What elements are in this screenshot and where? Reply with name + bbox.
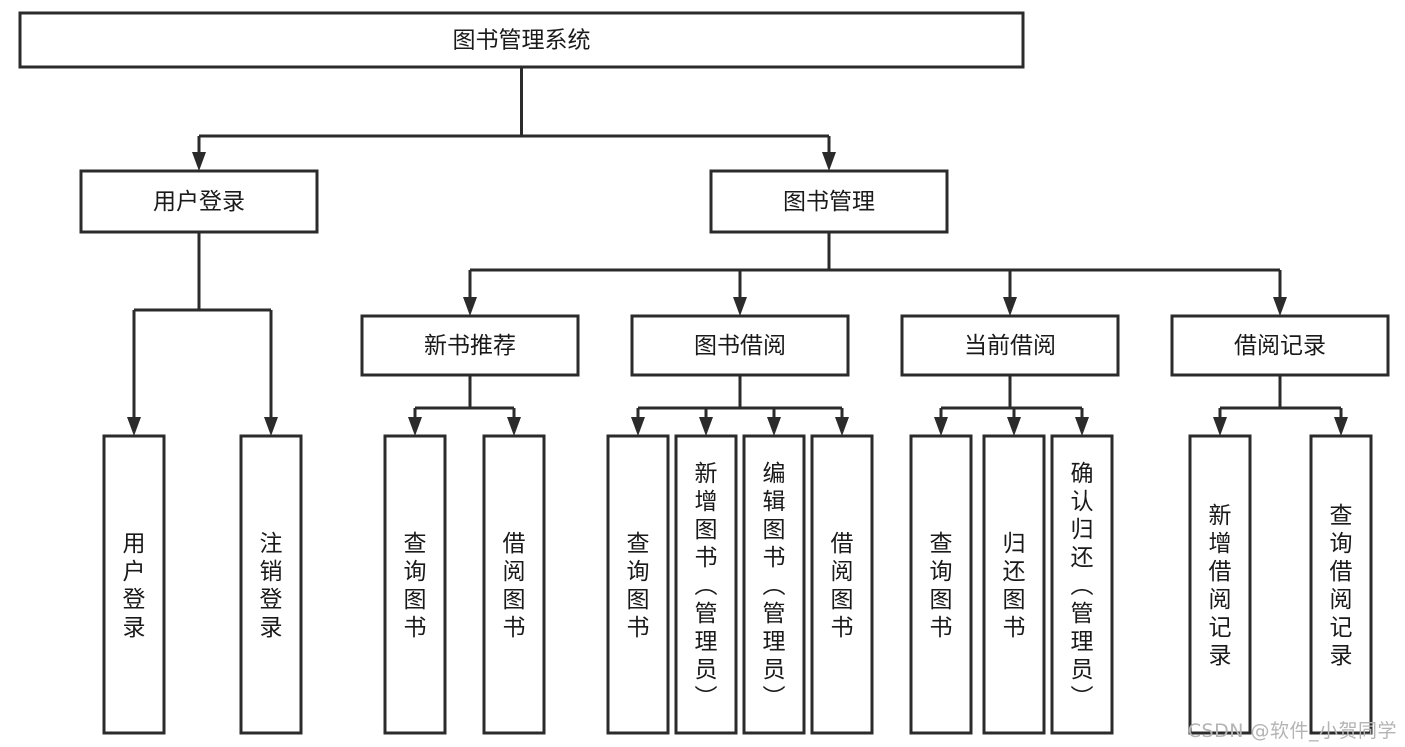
node-box: [606, 434, 670, 735]
connector-group-borrow-record: [1213, 375, 1348, 436]
node-box: [18, 11, 1025, 69]
node-box: [909, 434, 973, 735]
arrow-head-icon: [835, 417, 849, 436]
node-box: [630, 314, 850, 377]
arrow-head-icon: [1273, 297, 1287, 316]
arrow-head-icon: [264, 417, 278, 436]
connector-group-book-borrow: [631, 375, 849, 436]
node-leaf-confirm-return[interactable]: 确认归还︵管理员︶: [1050, 434, 1114, 735]
node-leaf-add-book[interactable]: 新增图书︵管理员︶: [674, 434, 738, 735]
arrow-head-icon: [733, 297, 747, 316]
node-leaf-query-book-current[interactable]: 查询图书: [909, 434, 973, 735]
arrow-head-icon: [631, 417, 645, 436]
arrow-head-icon: [1334, 417, 1348, 436]
node-box: [383, 434, 447, 735]
arrow-head-icon: [822, 152, 836, 171]
arrow-head-icon: [1213, 417, 1227, 436]
node-label: 注销登录: [260, 531, 283, 641]
node-label: 归还图书: [1003, 531, 1026, 641]
node-book-manage[interactable]: 图书管理: [709, 169, 949, 234]
node-label: 图书管理系统: [453, 28, 591, 54]
node-leaf-query-book-rec[interactable]: 查询图书: [383, 434, 447, 735]
node-label: 用户登录: [123, 531, 146, 641]
node-label: 图书借阅: [694, 333, 786, 359]
node-root[interactable]: 图书管理系统: [18, 11, 1025, 69]
arrow-head-icon: [192, 152, 206, 171]
node-label: 查询借阅记录: [1330, 503, 1353, 669]
connector-group-user-login: [127, 232, 278, 436]
node-box: [1170, 314, 1390, 377]
connector-group-book-manage: [463, 232, 1287, 316]
node-user-login[interactable]: 用户登录: [79, 169, 319, 234]
node-label: 用户登录: [153, 189, 245, 215]
arrow-head-icon: [699, 417, 713, 436]
node-label: 查询图书: [404, 531, 427, 641]
node-box: [360, 314, 580, 377]
node-leaf-query-book-borrow[interactable]: 查询图书: [606, 434, 670, 735]
node-label: 编辑图书︵管理员︶: [763, 461, 786, 711]
arrow-head-icon: [934, 417, 948, 436]
connector-group-root: [192, 67, 836, 171]
node-box: [900, 314, 1120, 377]
arrow-head-icon: [408, 417, 422, 436]
node-box: [79, 169, 319, 234]
node-label: 新增图书︵管理员︶: [695, 461, 718, 711]
arrow-head-icon: [127, 417, 141, 436]
node-borrow-record[interactable]: 借阅记录: [1170, 314, 1390, 377]
node-current-borrow[interactable]: 当前借阅: [900, 314, 1120, 377]
node-box: [1309, 434, 1373, 735]
arrow-head-icon: [1075, 417, 1089, 436]
node-box: [1188, 434, 1252, 735]
node-leaf-borrow-book-rec[interactable]: 借阅图书: [482, 434, 546, 735]
node-leaf-logout-login[interactable]: 注销登录: [239, 434, 303, 735]
node-label: 查询图书: [930, 531, 953, 641]
node-book-borrow[interactable]: 图书借阅: [630, 314, 850, 377]
node-label: 借阅图书: [503, 531, 526, 641]
node-label: 查询图书: [627, 531, 650, 641]
arrow-head-icon: [767, 417, 781, 436]
node-leaf-return-book[interactable]: 归还图书: [982, 434, 1046, 735]
connector-group-new-book-recommend: [408, 375, 521, 436]
node-label: 确认归还︵管理员︶: [1071, 461, 1094, 711]
node-label: 借阅图书: [831, 531, 854, 641]
node-box: [1050, 434, 1114, 735]
node-box: [239, 434, 303, 735]
node-leaf-borrow-book[interactable]: 借阅图书: [810, 434, 874, 735]
node-leaf-add-borrow-record[interactable]: 新增借阅记录: [1188, 434, 1252, 735]
arrow-head-icon: [507, 417, 521, 436]
node-layer: 图书管理系统用户登录图书管理新书推荐图书借阅当前借阅借阅记录用户登录注销登录查询…: [18, 11, 1390, 735]
node-label: 新增借阅记录: [1209, 503, 1232, 669]
node-box: [982, 434, 1046, 735]
node-box: [482, 434, 546, 735]
node-box: [709, 169, 949, 234]
node-leaf-user-login[interactable]: 用户登录: [102, 434, 166, 735]
node-new-book-recommend[interactable]: 新书推荐: [360, 314, 580, 377]
node-label: 新书推荐: [424, 333, 516, 359]
node-label: 当前借阅: [964, 333, 1056, 359]
node-leaf-query-borrow-record[interactable]: 查询借阅记录: [1309, 434, 1373, 735]
node-box: [102, 434, 166, 735]
node-label: 图书管理: [783, 189, 875, 215]
node-box: [810, 434, 874, 735]
node-leaf-edit-book[interactable]: 编辑图书︵管理员︶: [742, 434, 806, 735]
arrow-head-icon: [1003, 297, 1017, 316]
node-box: [742, 434, 806, 735]
arrow-head-icon: [1007, 417, 1021, 436]
node-box: [674, 434, 738, 735]
node-label: 借阅记录: [1234, 333, 1326, 359]
arrow-head-icon: [463, 297, 477, 316]
connector-layer: [127, 67, 1348, 436]
connector-group-current-borrow: [934, 375, 1089, 436]
